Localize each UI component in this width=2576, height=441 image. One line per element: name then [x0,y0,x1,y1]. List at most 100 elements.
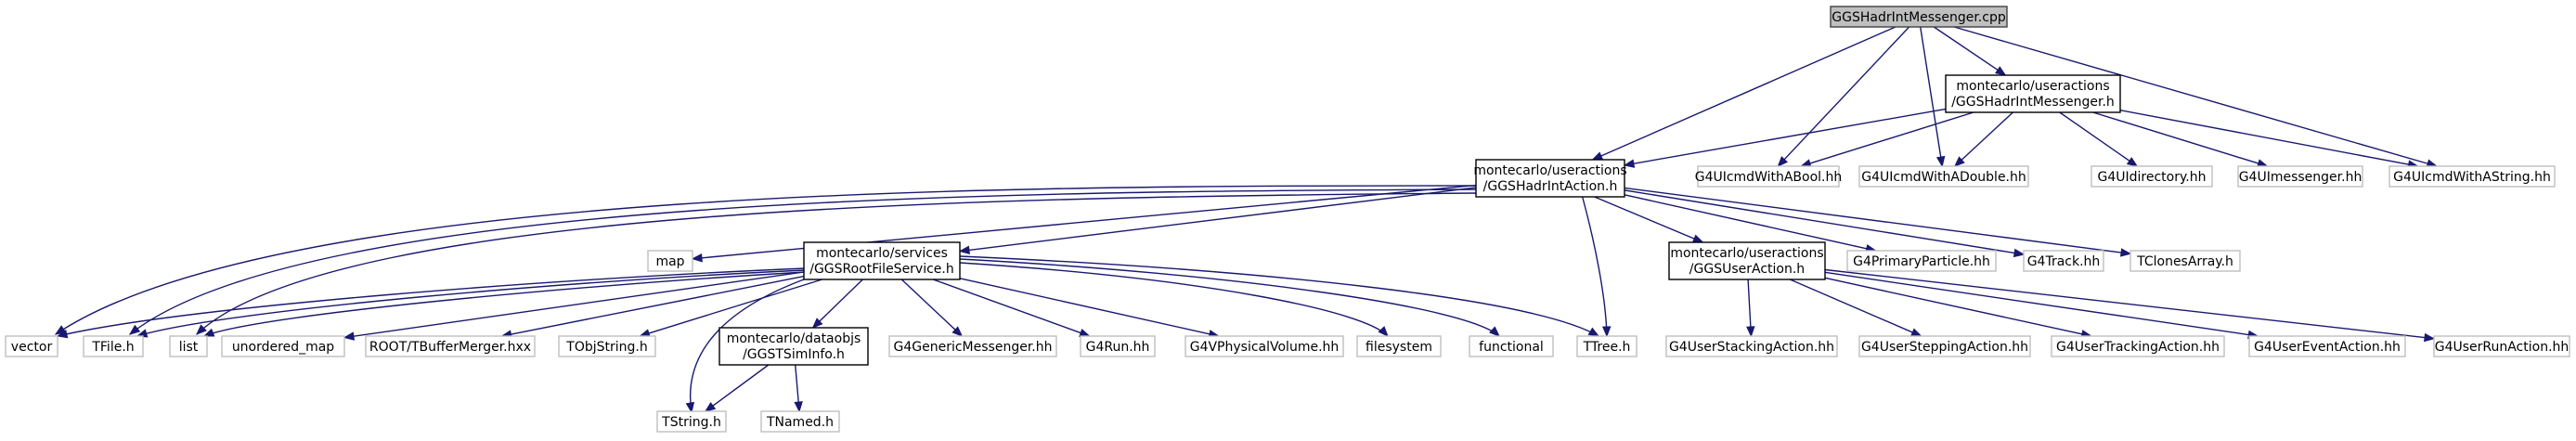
edge-root-to-dbl [1920,26,1946,168]
node-box [5,335,58,357]
node-label: TObjString.h [565,340,647,355]
node-label: G4UIcmdWithADouble.hh [1861,170,2026,185]
node-label: GGSHadrIntMessenger.cpp [1832,10,2006,25]
node-evt: G4UserEventAction.hh [2248,335,2406,357]
node-label: G4UIdirectory.hh [2098,170,2207,185]
node-trka: G4UserTrackingAction.hh [2051,335,2225,357]
edge-uact-to-list [196,192,1479,335]
node-box [2129,250,2241,272]
edge-ua-to-stk [1746,279,1755,338]
node-box [1665,335,1838,357]
edge-uact-to-ua [1594,196,1704,243]
edge-umess-to-uact [1623,108,1947,168]
node-label: montecarlo/dataobjs [727,331,861,346]
node-box [1576,335,1638,357]
edge-rfs-to-ttree [959,255,1600,337]
edge-root-to-uact [1591,26,1896,161]
node-label: G4UserRunAction.hh [2435,340,2570,355]
node-box [1830,6,2008,28]
edge-rfs-to-umap [343,271,805,341]
edge-uact-to-vec [54,185,1479,335]
node-label: unordered_map [232,340,334,355]
node-box [656,410,727,433]
node-box [558,335,656,357]
edge-uact-to-trk [1624,189,2026,258]
edge-rfs-to-gm [900,279,964,337]
edge-rfs-to-pv [959,278,1221,339]
node-vec: vector [5,335,58,357]
node-rfs[interactable]: montecarlo/services/GGSRootFileService.h [803,241,961,280]
node-list: list [169,335,208,357]
node-box [1356,335,1442,357]
node-box [1945,74,2121,113]
node-box [1858,165,2029,188]
node-label: G4GenericMessenger.hh [894,340,1053,355]
node-label: G4UserEventAction.hh [2254,340,2401,355]
node-label: TClonesArray.h [2136,254,2233,269]
node-dbl: G4UIcmdWithADouble.hh [1858,165,2029,188]
node-umap: unordered_map [221,335,345,357]
node-box [2248,335,2406,357]
node-box [1846,250,1997,272]
node-stk: G4UserStackingAction.hh [1665,335,1838,357]
edge-sim-to-tnamed [794,364,803,413]
node-str: G4UIcmdWithAString.hh [2388,165,2556,188]
node-box [803,241,961,280]
node-sim[interactable]: montecarlo/dataobjs/GGSTSimInfo.h [718,327,869,366]
node-tnamed: TNamed.h [760,410,840,433]
edge-uact-to-ttree [1580,190,1612,338]
node-trk: G4Track.hh [2023,250,2104,272]
node-box [1858,335,2031,357]
node-box [760,410,840,433]
node-label: TTree.h [1583,340,1631,355]
edge-rfs-to-fs [959,262,1389,337]
node-tbm: ROOT/TBufferMerger.hxx [365,335,536,357]
node-box [1697,165,1840,188]
edge-umess-to-str [2119,109,2419,169]
node-box [221,335,345,357]
node-run: G4Run.hh [1080,335,1156,357]
edge-root-to-bool [1777,26,1910,167]
node-box [2091,165,2213,188]
edge-uact-to-rfs [958,187,1477,255]
node-tstr: TString.h [656,410,727,433]
edge-umess-to-dir [2059,111,2139,167]
node-box [1469,335,1554,357]
node-box [1668,241,1826,280]
node-label: /GGSHadrIntMessenger.h [1951,95,2115,110]
node-label: G4Track.hh [2027,254,2101,269]
node-label: TString.h [661,415,721,430]
edge-ua-to-stp [1790,279,1922,337]
node-label: functional [1479,340,1544,355]
node-label: ROOT/TBufferMerger.hxx [369,340,531,355]
nodes-layer: GGSHadrIntMessenger.cpp montecarlo/userac… [5,6,2570,433]
node-label: TFile.h [91,340,134,355]
node-box [365,335,536,357]
edges-layer [54,26,2439,414]
node-stp: G4UserSteppingAction.hh [1858,335,2031,357]
node-ua[interactable]: montecarlo/useractions/GGSUserAction.h [1668,241,1826,280]
node-map: map [647,250,693,272]
node-box [2023,250,2104,272]
node-umess[interactable]: montecarlo/useractions/GGSHadrIntMesseng… [1945,74,2121,113]
node-root[interactable]: GGSHadrIntMessenger.cpp [1830,6,2008,28]
node-tfile: TFile.h [83,335,144,357]
node-label: montecarlo/services [816,246,948,261]
node-box [2433,335,2570,357]
node-runa: G4UserRunAction.hh [2433,335,2570,357]
node-label: montecarlo/useractions [1473,163,1626,178]
node-label: G4VPhysicalVolume.hh [1190,340,1340,355]
node-uact[interactable]: montecarlo/useractions/GGSHadrIntAction.… [1473,159,1627,198]
node-label: /GGSTSimInfo.h [743,347,845,362]
node-box [888,335,1057,357]
node-label: TNamed.h [766,415,834,430]
node-box [718,327,869,366]
edge-umess-to-dbl [1953,111,2013,167]
node-label: vector [11,340,53,355]
node-fs: filesystem [1356,335,1442,357]
node-label: /GGSHadrIntAction.h [1483,179,1618,194]
node-box [1184,335,1344,357]
node-box [169,335,208,357]
node-gm: G4GenericMessenger.hh [888,335,1057,357]
